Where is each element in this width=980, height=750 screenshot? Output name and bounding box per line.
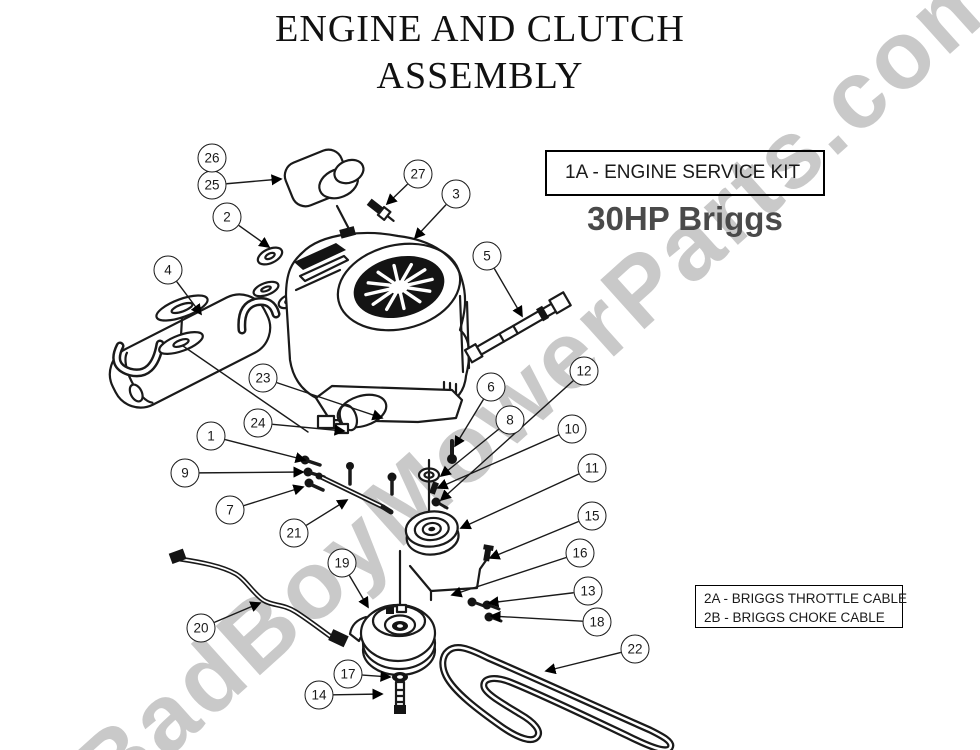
engine-illustration <box>284 204 471 435</box>
title-line1: ENGINE AND CLUTCH <box>275 8 685 50</box>
engine-model-label: 30HP Briggs <box>587 200 783 237</box>
leader-lines <box>176 174 622 700</box>
engine-service-kit-label: 1A - ENGINE SERVICE KIT <box>545 150 825 196</box>
throttle-cable-text: 2A - BRIGGS THROTTLE CABLE <box>704 591 908 606</box>
mounting-hardware <box>300 455 397 515</box>
engine-mounting-stud <box>463 291 572 364</box>
drive-belt <box>439 644 675 750</box>
clutch-wire-harness <box>168 548 349 648</box>
page-title: ENGINE AND CLUTCH ASSEMBLY <box>0 6 960 100</box>
title-line2: ASSEMBLY <box>376 55 584 97</box>
electric-clutch <box>348 549 437 677</box>
spark-plug <box>366 198 395 222</box>
pulley-stack <box>404 439 460 556</box>
service-kit-text: 1A - ENGINE SERVICE KIT <box>565 162 801 183</box>
cable-legend: 2A - BRIGGS THROTTLE CABLE 2B - BRIGGS C… <box>695 585 908 628</box>
muffler-illustration <box>108 280 309 433</box>
choke-cable-text: 2B - BRIGGS CHOKE CABLE <box>704 610 885 625</box>
air-filter <box>283 148 365 208</box>
clutch-bolt <box>392 672 408 714</box>
